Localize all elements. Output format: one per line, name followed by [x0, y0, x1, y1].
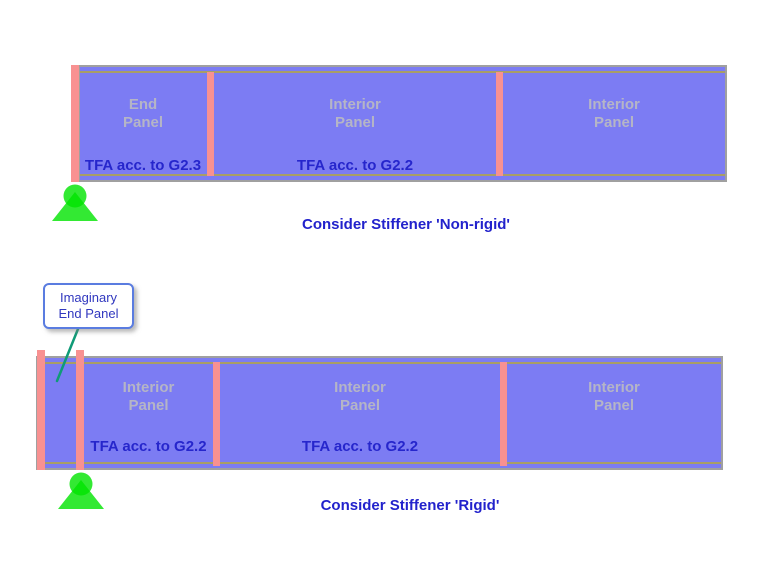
panel-title: Interior Panel [84, 379, 213, 415]
panel-title-line1: End [128, 96, 158, 113]
rigid-end-stiffener [76, 350, 84, 470]
bottom-flange-line [38, 462, 721, 464]
interior-panel-1: Interior Panel TFA acc. to G2.2 [84, 356, 213, 470]
interior-stiffener-1 [213, 362, 220, 466]
panel-title: Interior Panel [214, 96, 496, 132]
pinned-support-icon [58, 472, 104, 509]
tfa-label: TFA acc. to G2.3 [84, 157, 202, 174]
callout-leader-line [55, 327, 80, 383]
callout-line2: End Panel [58, 306, 119, 321]
interior-stiffener-2 [500, 362, 507, 466]
tfa-label: TFA acc. to G2.2 [301, 438, 419, 455]
interior-panel-3: Interior Panel [507, 356, 721, 470]
panel-title-line2: Panel [122, 114, 164, 131]
end-stiffener [71, 65, 79, 182]
top-flange-line [80, 71, 725, 73]
panel-title-line2: Panel [339, 397, 381, 414]
bottom-flange-line [80, 174, 725, 176]
panel-title-line2: Panel [593, 397, 635, 414]
panel-title-line2: Panel [128, 397, 169, 414]
pinned-support-icon [52, 184, 98, 221]
caption-non-rigid: Consider Stiffener 'Non-rigid' [302, 216, 510, 233]
panel-title-line2: Panel [334, 114, 376, 131]
panel-title-line1: Interior [588, 379, 640, 396]
interior-panel-1: Interior Panel TFA acc. to G2.2 [214, 65, 496, 182]
panel-title-line1: Interior [329, 96, 381, 113]
imaginary-end-stiffener [37, 350, 45, 470]
panel-title: Interior Panel [220, 379, 500, 415]
interior-panel-2: Interior Panel [503, 65, 725, 182]
plate-girder-bottom [36, 356, 723, 470]
panel-title-line2: Panel [593, 114, 635, 131]
callout-line1: Imaginary [59, 290, 118, 305]
interior-stiffener-1 [207, 72, 214, 176]
plate-girder-top [78, 65, 727, 182]
interior-panel-2: Interior Panel TFA acc. to G2.2 [220, 356, 500, 470]
tfa-label: TFA acc. to G2.2 [90, 438, 207, 455]
top-flange-line [38, 362, 721, 364]
imaginary-end-panel-callout: Imaginary End Panel [43, 283, 134, 329]
panel-title: End Panel [79, 96, 207, 132]
panel-title: Interior Panel [503, 96, 725, 132]
caption-rigid: Consider Stiffener 'Rigid' [320, 497, 500, 514]
panel-title-line1: Interior [334, 379, 386, 396]
panel-title-line1: Interior [122, 379, 175, 396]
panel-title: Interior Panel [507, 379, 721, 415]
panel-title-line1: Interior [588, 96, 640, 113]
interior-stiffener-2 [496, 72, 503, 176]
end-panel: End Panel TFA acc. to G2.3 [79, 65, 207, 182]
tfa-label: TFA acc. to G2.2 [296, 157, 414, 174]
